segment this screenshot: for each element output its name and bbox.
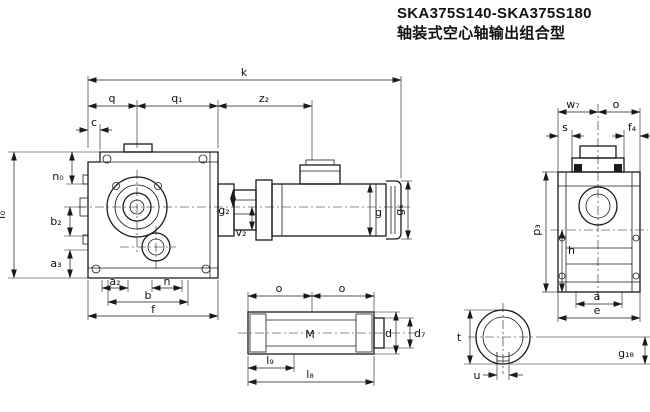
dim-label-l9: l₉ — [266, 354, 273, 367]
dimension-labels: k q q₁ z₂ c n₀ f₀ b₂ a₃ a₂ n b f g₂ v₂ g… — [0, 66, 637, 382]
dim-label-o-left: o — [276, 282, 283, 295]
dim-label-d7: d₇ — [414, 327, 425, 340]
dim-label-w7: w₇ — [566, 98, 579, 111]
dim-label-o-right: o — [339, 282, 346, 295]
dim-label-h: h — [568, 244, 575, 257]
hollow-shaft-geometry — [238, 311, 420, 355]
dim-label-f: f — [151, 303, 156, 316]
dim-label-g18: g₁₈ — [618, 347, 634, 360]
dim-label-b2: b₂ — [50, 215, 61, 228]
thread-label-m: M — [305, 328, 315, 341]
dim-label-f0: f₀ — [0, 210, 8, 219]
dim-label-g6: g₆ — [393, 204, 406, 216]
dim-label-t: t — [457, 331, 462, 344]
dim-label-s: s — [562, 121, 568, 134]
dim-label-n0: n₀ — [52, 170, 64, 183]
drawing-subtitle: 轴装式空心轴输出组合型 — [397, 25, 566, 42]
title-block: SKA375S140-SKA375S180 轴装式空心轴输出组合型 — [397, 4, 592, 44]
end-view-geometry — [550, 104, 648, 300]
dim-label-u: u — [474, 369, 481, 382]
dim-label-b: b — [145, 289, 152, 302]
dim-label-z2: z₂ — [259, 92, 269, 105]
model-range-title: SKA375S140-SKA375S180 — [397, 5, 592, 22]
dim-label-v2: v₂ — [236, 226, 247, 239]
side-view-geometry — [78, 143, 412, 279]
dim-label-g2: g₂ — [218, 204, 229, 217]
dim-label-o-end: o — [613, 98, 620, 111]
dim-label-a2: a₂ — [109, 275, 120, 288]
dim-label-l8: l₈ — [306, 368, 314, 381]
dim-label-n: n — [164, 275, 171, 288]
dim-label-c: c — [91, 116, 97, 129]
dim-label-f4: f₄ — [628, 121, 637, 134]
dim-label-g: g — [375, 206, 382, 219]
dim-label-q1: q₁ — [171, 92, 182, 105]
dim-label-k: k — [241, 66, 248, 79]
dim-label-d: d — [385, 327, 392, 340]
dim-label-q: q — [109, 92, 116, 105]
dimension-lines — [8, 76, 650, 386]
dim-label-e: e — [594, 304, 601, 317]
dim-label-a: a — [594, 290, 601, 303]
section-view-geometry — [468, 303, 540, 374]
dim-label-p3: p₃ — [530, 224, 543, 235]
dim-label-a3: a₃ — [50, 257, 61, 270]
